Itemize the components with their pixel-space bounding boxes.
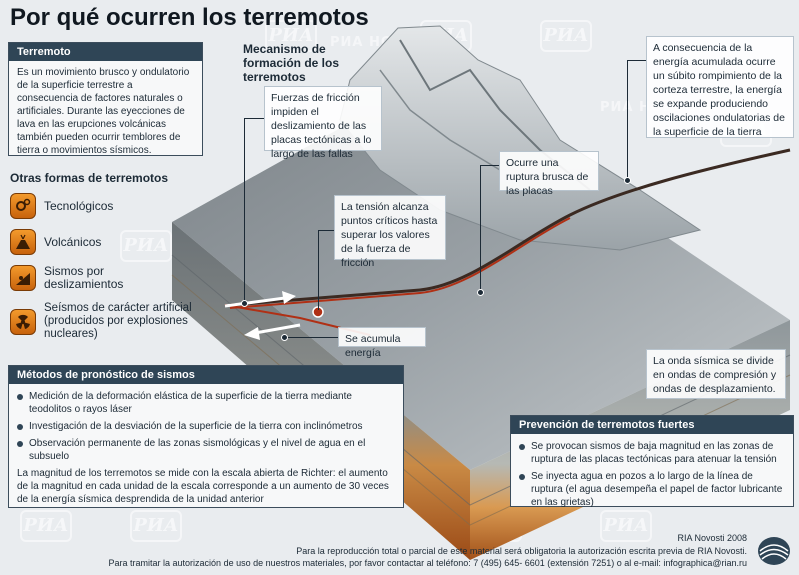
footer-line1: Para la reproducción total o parcial de … <box>296 546 747 556</box>
metodos-heading: Métodos de pronóstico de sismos <box>9 366 403 384</box>
leader-dot <box>281 334 288 341</box>
callout-onda: La onda sísmica se divide en ondas de co… <box>646 349 786 399</box>
metodos-panel: Métodos de pronóstico de sismos Medición… <box>8 365 404 508</box>
metodos-note: La magnitud de los terremotos se mide co… <box>17 468 389 505</box>
prevencion-panel: Prevención de terremotos fuertes Se prov… <box>510 415 794 509</box>
callout-tension: La tensión alcanza puntos críticos hasta… <box>334 195 446 269</box>
mecanismo-heading: Mecanismo de formación de los terremotos <box>243 42 340 84</box>
gears-icon <box>10 193 36 219</box>
leader-line <box>480 165 481 292</box>
footer-credit: RIA Novosti 2008 <box>677 533 747 543</box>
callout-ruptura: Ocurre una ruptura brusca de las placas <box>499 151 599 197</box>
prevencion-item: Se inyecta agua en pozos a lo largo de l… <box>519 470 785 509</box>
prevencion-heading: Prevención de terremotos fuertes <box>511 416 793 434</box>
otras-item: Volcánicos <box>10 229 101 255</box>
otras-label: Volcánicos <box>44 234 102 249</box>
terremoto-heading: Terremoto <box>9 43 202 61</box>
otras-label: Sismos por deslizamientos <box>44 264 124 291</box>
otras-heading: Otras formas de terremotos <box>10 171 169 185</box>
leader-dot <box>624 177 631 184</box>
leader-line <box>244 118 264 119</box>
plate-arrow-right <box>224 291 296 308</box>
otras-item: Seísmos de carácter artificial (producid… <box>10 302 205 341</box>
footer-line2: Para tramitar la autorización de uso de … <box>108 558 747 568</box>
surface-top <box>172 78 790 470</box>
radiation-icon <box>10 308 36 335</box>
metodos-item: Investigación de la desviación de la sup… <box>17 420 395 433</box>
leader-line <box>285 337 338 338</box>
leader-line <box>627 60 628 180</box>
otras-item: Tecnológicos <box>10 193 113 219</box>
otras-label: Seísmos de carácter artificial (producid… <box>44 302 192 340</box>
terremoto-panel: Terremoto Es un movimiento brusco y ondu… <box>8 42 203 156</box>
plate-arrow-left <box>244 323 301 340</box>
leader-line <box>480 165 499 166</box>
volcano-icon <box>10 229 36 255</box>
otras-label: Tecnológicos <box>44 198 114 213</box>
leader-dot <box>477 289 484 296</box>
landslide-icon <box>10 265 36 291</box>
prevencion-item: Se provocan sismos de baja magnitud en l… <box>519 440 785 466</box>
metodos-item: Observación permanente de las zonas sism… <box>17 437 395 463</box>
callout-acumula: Se acumula energía <box>338 327 426 359</box>
metodos-item: Medición de la deformación elástica de l… <box>17 390 395 416</box>
mountain <box>339 25 702 251</box>
ria-logo-icon <box>756 535 792 567</box>
page-title: Por qué ocurren los terremotos <box>10 4 369 31</box>
leader-line <box>627 60 646 61</box>
otras-item: Sismos por deslizamientos <box>10 265 140 291</box>
terremoto-body: Es un movimiento brusco y ondulatorio de… <box>17 67 190 156</box>
fault-line <box>229 148 791 307</box>
callout-energia-acumulada: A consecuencia de la energía acumulada o… <box>646 36 794 138</box>
leader-dot <box>241 300 248 307</box>
leader-line <box>244 118 245 304</box>
callout-friccion: Fuerzas de fricción impiden el deslizami… <box>264 86 382 160</box>
leader-line <box>318 230 334 231</box>
leader-line <box>318 230 319 310</box>
